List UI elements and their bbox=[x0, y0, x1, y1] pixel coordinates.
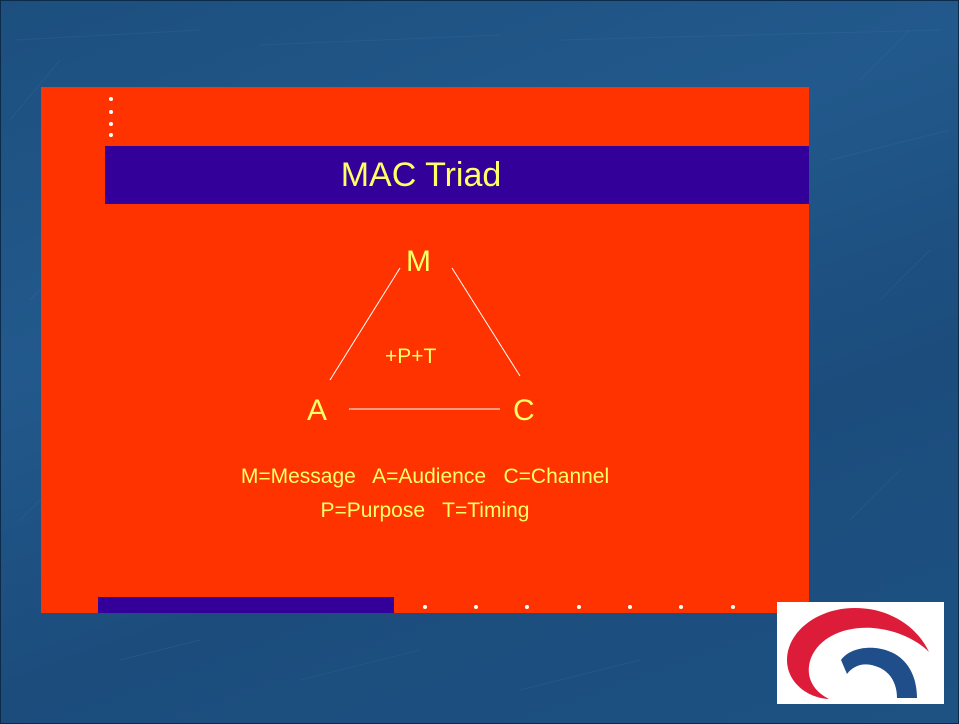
legend-line-1: M=Message A=Audience C=Channel bbox=[240, 465, 610, 488]
decorative-dot bbox=[679, 605, 683, 609]
decorative-dot bbox=[577, 605, 581, 609]
decorative-dot bbox=[628, 605, 632, 609]
decorative-dot bbox=[474, 605, 478, 609]
triad-center-label: +P+T bbox=[385, 345, 437, 368]
edge-m-c bbox=[451, 267, 521, 377]
decorative-dot bbox=[731, 605, 735, 609]
decorative-dot bbox=[109, 110, 113, 114]
legend-line-2: P=Purpose T=Timing bbox=[320, 499, 530, 522]
node-m: M bbox=[406, 245, 431, 278]
swirl-logo-icon bbox=[787, 608, 929, 699]
title-bar bbox=[105, 146, 809, 204]
decorative-dot bbox=[109, 97, 113, 101]
decorative-dot bbox=[109, 122, 113, 126]
bottom-accent-bar bbox=[98, 597, 394, 613]
node-a: A bbox=[307, 394, 328, 427]
node-c: C bbox=[513, 394, 535, 427]
logo bbox=[777, 602, 944, 704]
decorative-dot bbox=[109, 133, 113, 137]
slide-title: MAC Triad bbox=[340, 156, 502, 194]
decorative-dot bbox=[525, 605, 529, 609]
decorative-dot bbox=[423, 605, 427, 609]
edge-m-a bbox=[329, 267, 401, 381]
